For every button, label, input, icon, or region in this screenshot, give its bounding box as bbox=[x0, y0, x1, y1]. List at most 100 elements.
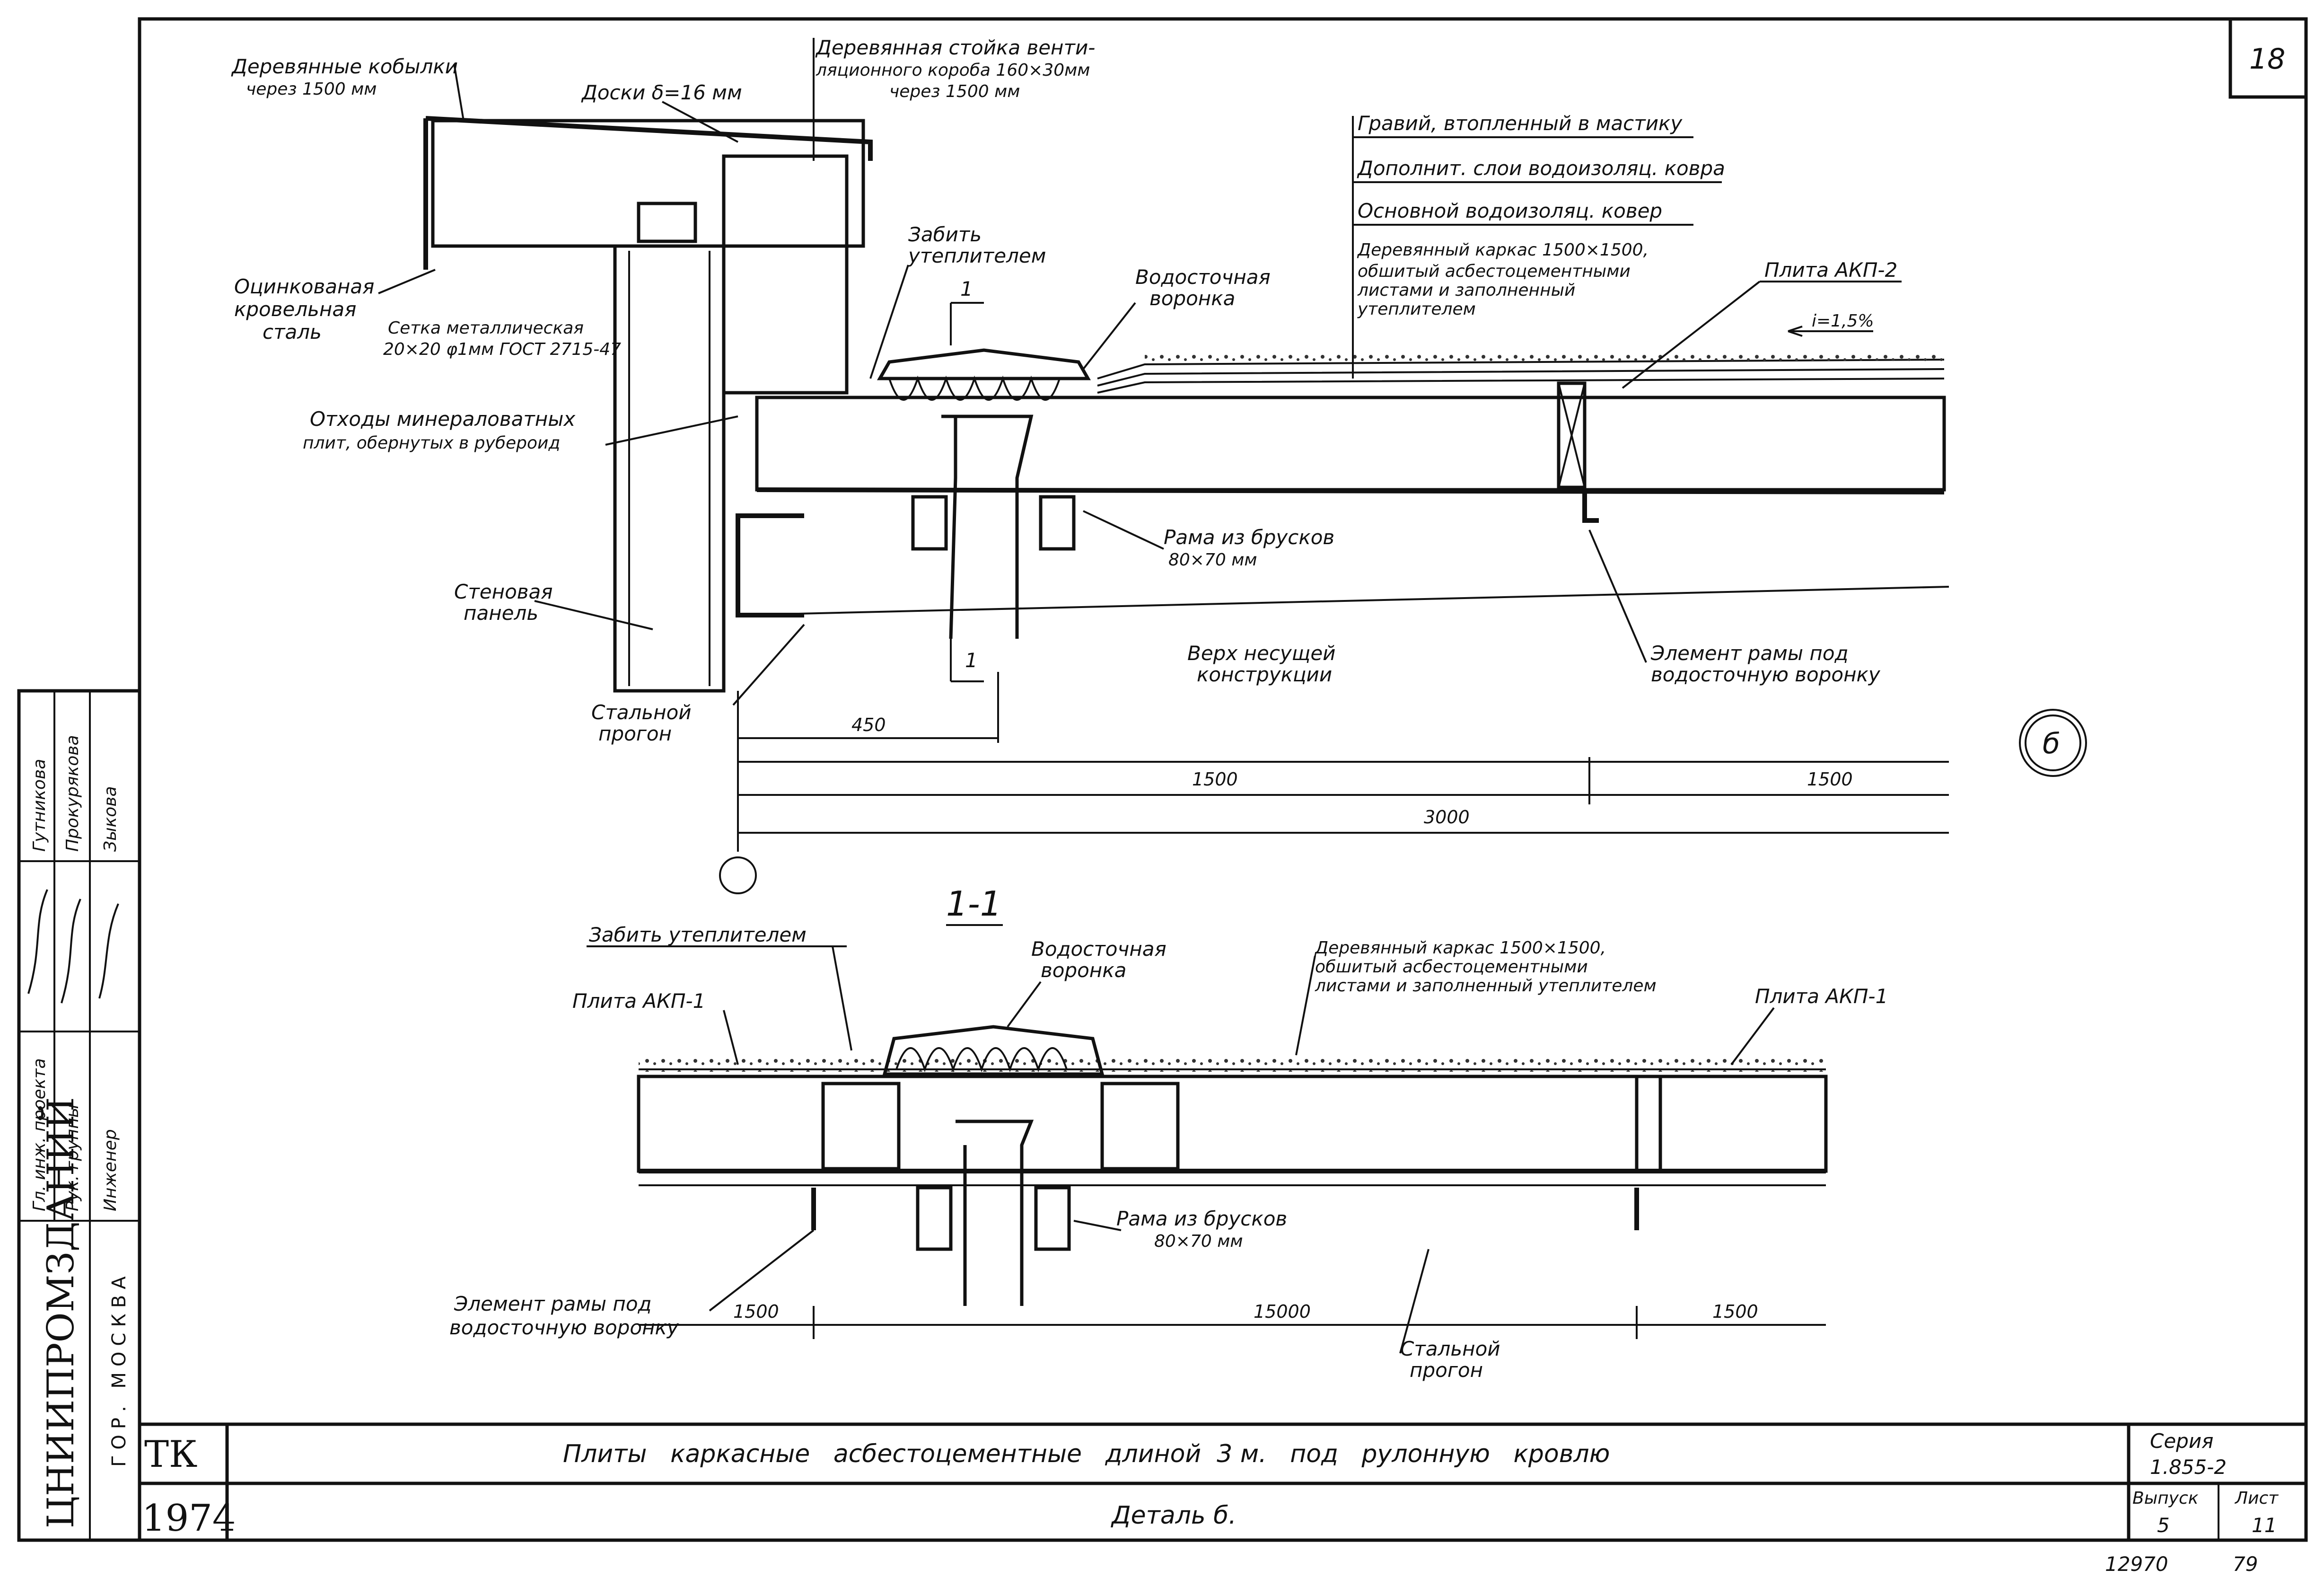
bottom-code: 12970 bbox=[2105, 1552, 2168, 1576]
sec-label-bar-frame-2: 80×70 мм bbox=[1154, 1232, 1243, 1251]
label-wall-panel-2: панель bbox=[464, 601, 538, 625]
sec-label-frame-3: листами и заполненный утеплителем bbox=[1315, 976, 1657, 996]
label-funnel-2: воронка bbox=[1149, 287, 1235, 310]
label-frame-element-2: водосточную воронку bbox=[1651, 663, 1881, 686]
stamp-role-2: Рук. группы bbox=[63, 1104, 82, 1211]
label-gravel: Гравий, втопленный в мастику bbox=[1358, 112, 1683, 135]
label-wood-mares-1: Деревянные кобылки bbox=[231, 55, 458, 78]
label-vent-post-2: ляционного короба 160×30мм bbox=[816, 61, 1090, 80]
wall-panel bbox=[613, 244, 726, 693]
label-main-carpet: Основной водоизоляц. ковер bbox=[1358, 199, 1662, 222]
sec-label-akp1-left: Плита АКП-1 bbox=[572, 989, 705, 1013]
sec-label-frame-element-1: Элемент рамы под bbox=[454, 1292, 652, 1315]
stamp-org: ЦНИИПРОМЗДАНИЙ bbox=[37, 1097, 82, 1528]
sec-label-insulate: Забить утеплителем bbox=[589, 923, 807, 946]
upper-labels: Деревянные кобылки через 1500 мм Доски δ… bbox=[231, 36, 1902, 745]
series-value: 1.855-2 bbox=[2150, 1455, 2227, 1479]
stamp-name-2: Прокурякова bbox=[63, 735, 82, 852]
sec-dim-1500-right: 1500 bbox=[1712, 1301, 1758, 1322]
label-wood-frame-1: Деревянный каркас 1500×1500, bbox=[1357, 240, 1649, 260]
label-bearing-top-2: конструкции bbox=[1197, 663, 1332, 686]
label-insulate-1: Забить bbox=[908, 223, 982, 246]
drain-funnel-section bbox=[882, 1025, 1105, 1306]
sheet-corner-number: 18 bbox=[2249, 43, 2285, 76]
detail-marker-circle bbox=[2019, 709, 2087, 777]
sheet-label: Лист bbox=[2234, 1489, 2279, 1508]
sec-label-funnel-2: воронка bbox=[1041, 959, 1126, 982]
bottom-page: 79 bbox=[2233, 1552, 2258, 1576]
label-galv-steel-2: кровельная bbox=[234, 298, 356, 321]
label-galv-steel-3: сталь bbox=[263, 320, 322, 344]
title-main: Плиты каркасные асбестоцементные длиной … bbox=[563, 1440, 1610, 1468]
label-extra-layers: Дополнит. слои водоизоляц. ковра bbox=[1357, 157, 1725, 180]
label-mineral-1: Отходы минераловатных bbox=[310, 407, 576, 431]
label-wood-mares-2: через 1500 мм bbox=[246, 79, 377, 99]
roofing-layers bbox=[1097, 359, 1945, 394]
section-arrow-top: 1 bbox=[960, 277, 973, 300]
steel-purlin bbox=[736, 513, 804, 617]
axis-marker bbox=[719, 856, 757, 894]
label-galv-steel-1: Оцинкованая bbox=[234, 275, 374, 298]
title-sub: Деталь б. bbox=[1111, 1501, 1237, 1530]
upper-dimensions: 450 1500 1500 3000 bbox=[719, 672, 1949, 894]
label-vent-post-3: через 1500 мм bbox=[889, 82, 1020, 101]
label-wood-frame-4: утеплителем bbox=[1357, 300, 1476, 319]
label-wood-frame-3: листами и заполненный bbox=[1357, 281, 1575, 300]
stamp-role-1: Гл. инж. проекта bbox=[30, 1058, 49, 1211]
stamp-city: ГОР. МОСКВА bbox=[108, 1270, 130, 1467]
issue-label: Выпуск bbox=[2132, 1489, 2199, 1508]
issue-value: 5 bbox=[2157, 1514, 2170, 1537]
sec-dim-15000: 15000 bbox=[1254, 1301, 1311, 1322]
title-block: ТК 1974 Плиты каркасные асбестоцементные… bbox=[142, 1429, 2279, 1540]
side-stamp: ЦНИИПРОМЗДАНИЙ ГОР. МОСКВА Гл. инж. прое… bbox=[17, 689, 141, 1542]
label-wood-frame-2: обшитый асбестоцементными bbox=[1358, 262, 1631, 281]
dim-3000: 3000 bbox=[1424, 807, 1470, 828]
section-labels: Забить утеплителем Водосточная воронка Д… bbox=[449, 923, 1888, 1382]
series-label: Серия bbox=[2150, 1429, 2213, 1453]
vent-post bbox=[722, 154, 849, 395]
sec-label-akp1-right: Плита АКП-1 bbox=[1755, 985, 1888, 1008]
roof-slab-upper bbox=[755, 396, 1946, 492]
label-plate-akp2: Плита АКП-2 bbox=[1764, 258, 1897, 282]
stamp-name-1: Гутникова bbox=[30, 759, 49, 852]
label-boards: Доски δ=16 мм bbox=[581, 81, 742, 104]
label-bar-frame-1: Рама из брусков bbox=[1164, 526, 1334, 549]
section-detail bbox=[637, 1025, 1828, 1306]
sec-label-frame-2: обшитый асбестоцементными bbox=[1315, 957, 1588, 977]
label-bearing-top-1: Верх несущей bbox=[1187, 642, 1335, 665]
section-dimensions: 1500 15000 1500 bbox=[639, 1301, 1826, 1339]
sec-label-bar-frame-1: Рама из брусков bbox=[1116, 1207, 1287, 1230]
section-arrow-bottom: 1 bbox=[965, 649, 978, 672]
stamp-role-3: Инженер bbox=[101, 1129, 120, 1211]
drain-funnel-upper bbox=[877, 348, 1091, 639]
sec-label-purlin-2: прогон bbox=[1410, 1358, 1483, 1382]
label-frame-element-1: Элемент рамы под bbox=[1650, 642, 1849, 665]
dim-450: 450 bbox=[851, 714, 886, 735]
label-mineral-2: плит, обернутых в рубероид bbox=[303, 433, 560, 453]
detail-marker: б bbox=[2043, 727, 2060, 760]
dim-1500-a: 1500 bbox=[1192, 769, 1238, 790]
label-vent-post-1: Деревянная стойка венти- bbox=[815, 36, 1095, 59]
dim-1500-b: 1500 bbox=[1807, 769, 1853, 790]
sec-label-purlin-1: Стальной bbox=[1400, 1337, 1500, 1360]
sec-label-frame-1: Деревянный каркас 1500×1500, bbox=[1314, 938, 1606, 958]
label-steel-purlin-2: прогон bbox=[598, 722, 672, 745]
stamp-name-3: Зыкова bbox=[101, 786, 120, 852]
label-slope: i=1,5% bbox=[1812, 311, 1874, 331]
label-mesh-2: 20×20 φ1мм ГОСТ 2715-47 bbox=[383, 340, 621, 359]
label-wall-panel-1: Стеновая bbox=[454, 580, 553, 603]
label-funnel-1: Водосточная bbox=[1135, 265, 1271, 289]
section-arrows: 1 1 bbox=[950, 277, 984, 682]
sheet-value: 11 bbox=[2252, 1514, 2277, 1537]
label-steel-purlin-1: Стальной bbox=[591, 701, 692, 724]
label-insulate-2: утеплителем bbox=[907, 244, 1046, 267]
sec-label-frame-element-2: водосточную воронку bbox=[449, 1316, 679, 1339]
title-year: 1974 bbox=[142, 1497, 236, 1540]
label-mesh-1: Сетка металлическая bbox=[388, 318, 584, 338]
section-mark: 1-1 bbox=[946, 884, 1002, 924]
sec-dim-1500-left: 1500 bbox=[733, 1301, 779, 1322]
label-bar-frame-2: 80×70 мм bbox=[1168, 550, 1257, 570]
sec-label-funnel-1: Водосточная bbox=[1031, 937, 1166, 961]
upper-detail bbox=[423, 116, 1949, 693]
